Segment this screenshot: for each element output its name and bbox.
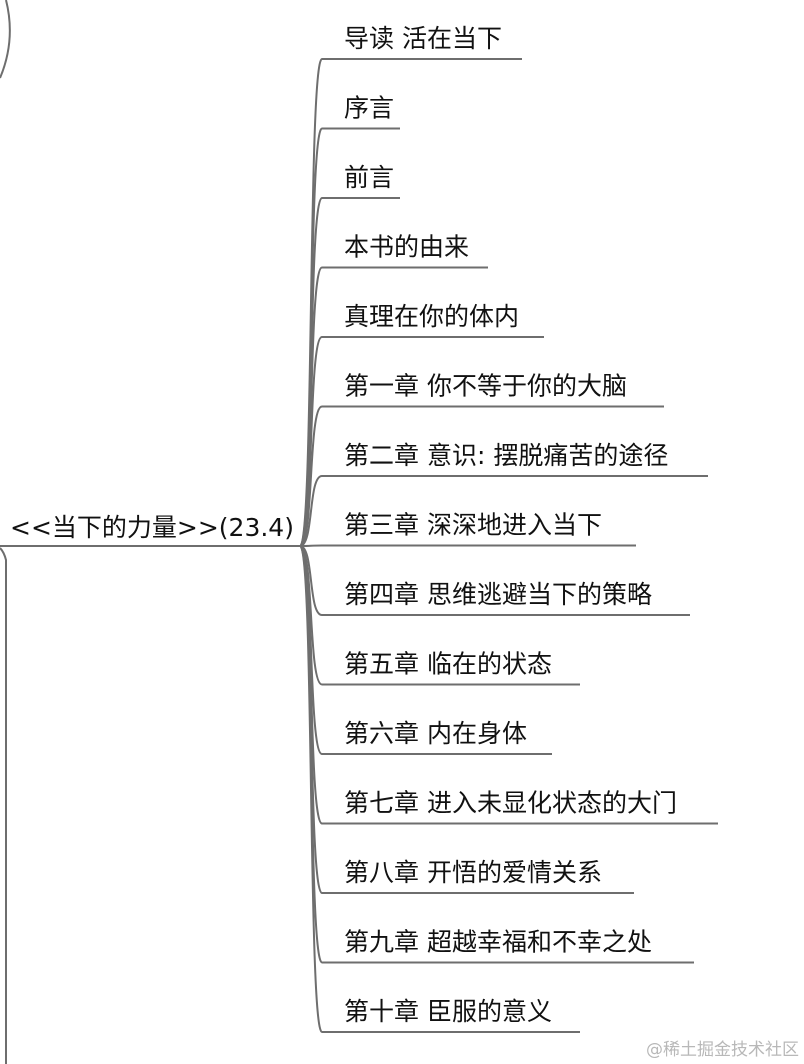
child-label: 第五章 临在的状态 bbox=[344, 650, 552, 679]
branch-connector bbox=[299, 405, 323, 547]
branch-connector bbox=[299, 544, 323, 547]
branch-connector bbox=[299, 545, 323, 1033]
watermark-text: @稀土掘金技术社区 bbox=[646, 1040, 799, 1060]
child-node[interactable]: 序言 bbox=[322, 94, 400, 130]
child-label: 第三章 深深地进入当下 bbox=[344, 511, 602, 540]
child-label: 第一章 你不等于你的大脑 bbox=[344, 372, 627, 401]
child-node[interactable]: 第三章 深深地进入当下 bbox=[322, 511, 636, 547]
child-label: 真理在你的体内 bbox=[344, 302, 519, 331]
child-label: 第七章 进入未显化状态的大门 bbox=[344, 789, 677, 818]
root-node[interactable]: <<当下的力量>>(23.4) bbox=[0, 513, 300, 547]
child-label: 第四章 思维逃避当下的策略 bbox=[344, 580, 652, 609]
child-node[interactable]: 导读 活在当下 bbox=[322, 24, 522, 60]
child-node[interactable]: 第二章 意识: 摆脱痛苦的途径 bbox=[322, 441, 708, 477]
child-node[interactable]: 第九章 超越幸福和不幸之处 bbox=[322, 928, 694, 964]
child-label: 第九章 超越幸福和不幸之处 bbox=[344, 928, 652, 957]
root-label: <<当下的力量>>(23.4) bbox=[10, 513, 294, 542]
child-node[interactable]: 第一章 你不等于你的大脑 bbox=[322, 372, 664, 408]
child-label: 第六章 内在身体 bbox=[344, 719, 527, 748]
child-label: 序言 bbox=[344, 94, 394, 123]
root-connector-upper bbox=[0, 0, 11, 79]
child-label: 前言 bbox=[344, 163, 394, 192]
child-label: 第八章 开悟的爱情关系 bbox=[344, 858, 602, 887]
child-node[interactable]: 第六章 内在身体 bbox=[322, 719, 552, 755]
branch-connectors bbox=[299, 58, 323, 1033]
child-label: 本书的由来 bbox=[344, 233, 469, 262]
child-label: 第二章 意识: 摆脱痛苦的途径 bbox=[344, 441, 668, 470]
root-connector-lower bbox=[0, 547, 7, 1064]
child-node[interactable]: 真理在你的体内 bbox=[322, 302, 544, 338]
child-node[interactable]: 第十章 臣服的意义 bbox=[322, 997, 580, 1033]
child-node[interactable]: 本书的由来 bbox=[322, 233, 488, 269]
child-node[interactable]: 前言 bbox=[322, 163, 400, 199]
child-label: 导读 活在当下 bbox=[344, 24, 502, 53]
child-label: 第十章 臣服的意义 bbox=[344, 997, 552, 1026]
child-node[interactable]: 第七章 进入未显化状态的大门 bbox=[322, 789, 718, 825]
child-node[interactable]: 第五章 临在的状态 bbox=[322, 650, 580, 686]
branch-connector bbox=[299, 475, 323, 547]
child-node[interactable]: 第四章 思维逃避当下的策略 bbox=[322, 580, 690, 616]
child-node[interactable]: 第八章 开悟的爱情关系 bbox=[322, 858, 634, 894]
